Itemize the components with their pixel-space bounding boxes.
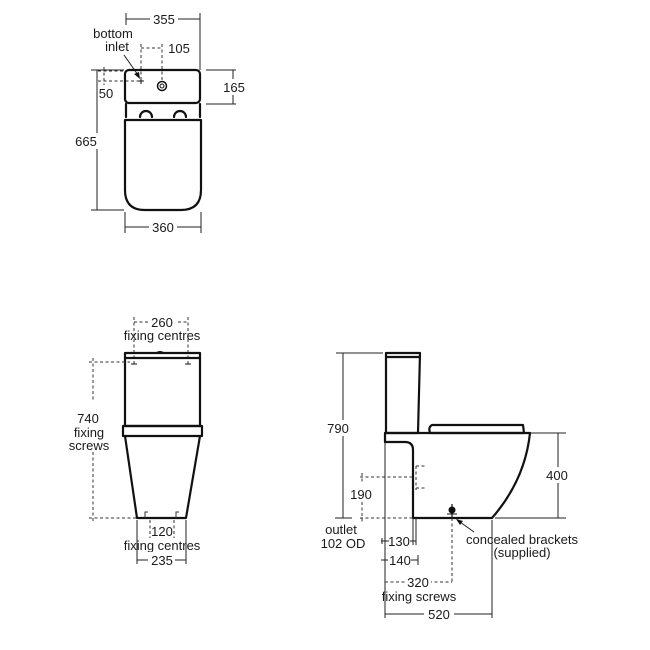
bottom-inlet-label-2: inlet xyxy=(105,39,129,54)
height-740-label-2: screws xyxy=(69,438,110,453)
front-bowl xyxy=(123,434,202,520)
overall-height-790: 790 xyxy=(327,421,349,436)
top-fixing-label: fixing centres xyxy=(124,328,201,343)
dim-130: 130 xyxy=(388,534,410,549)
front-seat xyxy=(121,424,204,438)
plan-seat xyxy=(123,118,203,212)
fixing-screws-320: 320 xyxy=(407,575,429,590)
flush-button-icon xyxy=(156,80,168,92)
plan-width-355: 355 xyxy=(153,12,175,27)
plan-width-360: 360 xyxy=(152,220,174,235)
plan-view: 355 bottom inlet 105 50 165 xyxy=(75,11,248,235)
outlet-label-2: 102 OD xyxy=(321,536,366,551)
overall-depth-520: 520 xyxy=(428,607,450,622)
seat-height-400: 400 xyxy=(546,468,568,483)
side-bowl xyxy=(383,431,532,520)
inlet-leader-arrow xyxy=(123,54,139,76)
side-view: 790 400 190 outlet 102 OD co xyxy=(321,351,579,622)
height-740: 740 xyxy=(77,411,99,426)
front-view: 260 fixing centres 740 fixing screws 120… xyxy=(69,314,204,568)
bottom-fixing-label: fixing centres xyxy=(124,538,201,553)
fixing-screws-label: fixing screws xyxy=(382,589,457,604)
plan-cistern xyxy=(123,68,202,105)
dim-140: 140 xyxy=(389,553,411,568)
inlet-offset-50: 50 xyxy=(99,86,113,101)
bracket-label-2: (supplied) xyxy=(493,545,550,560)
bottom-fixing-120: 120 xyxy=(151,524,173,539)
inlet-offset-105: 105 xyxy=(168,41,190,56)
height-740-label-1: fixing xyxy=(74,425,104,440)
bottom-inlet-label-1: bottom xyxy=(93,26,133,41)
base-width-235: 235 xyxy=(151,553,173,568)
outlet-label-1: outlet xyxy=(325,522,357,537)
cistern-depth-165: 165 xyxy=(223,80,245,95)
outlet-height-190: 190 xyxy=(350,487,372,502)
bracket-label-1: concealed brackets xyxy=(466,532,579,547)
side-cistern xyxy=(384,351,422,435)
side-seat xyxy=(428,423,526,435)
top-fixing-260: 260 xyxy=(151,315,173,330)
overall-depth-665: 665 xyxy=(75,134,97,149)
